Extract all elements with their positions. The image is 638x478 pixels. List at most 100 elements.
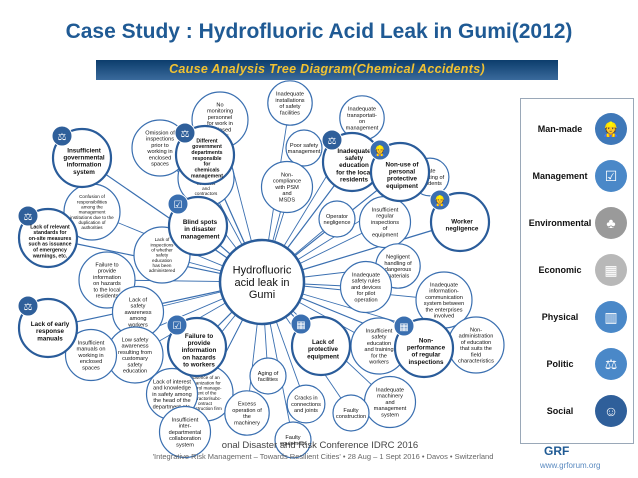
leaf-circle bbox=[64, 328, 118, 382]
legend-item: Management ☑ bbox=[521, 156, 633, 200]
conference-footer: onal Disaster and Risk Conference IDRC 2… bbox=[221, 440, 419, 451]
chart-icon bbox=[393, 315, 415, 337]
chart-icon bbox=[290, 313, 312, 335]
scales-icon bbox=[17, 205, 39, 227]
legend-label: Man-made bbox=[537, 124, 583, 134]
leaf-circle bbox=[260, 160, 314, 214]
central-event-circle bbox=[218, 238, 306, 326]
icon-glyph: ▦ bbox=[399, 322, 408, 333]
leaf-circle bbox=[158, 405, 212, 459]
cause-category-legend: Man-made👷Management☑Environmental♣Econom… bbox=[520, 98, 634, 444]
people-icon: ☺ bbox=[595, 395, 627, 427]
leaf-circle bbox=[286, 384, 326, 424]
worker-icon bbox=[429, 189, 451, 211]
worker-icon bbox=[369, 139, 391, 161]
checklist-icon bbox=[167, 193, 189, 215]
leaf-circle bbox=[318, 200, 356, 238]
slide-subtitle: Cause Analysis Tree Diagram(Chemical Acc… bbox=[169, 62, 485, 76]
legend-item: Man-made👷 bbox=[521, 109, 633, 153]
conference-tagline: 'Integrative Risk Management – Towards R… bbox=[152, 452, 494, 461]
icon-glyph: ⚖ bbox=[328, 136, 337, 147]
leaf-circle bbox=[332, 394, 370, 432]
website-link[interactable]: www.grforum.org bbox=[540, 461, 601, 470]
icon-glyph: ▦ bbox=[296, 320, 305, 331]
legend-label: Physical bbox=[541, 312, 579, 322]
legend-label: Management bbox=[532, 171, 588, 181]
legend-item: Social ☺ bbox=[521, 391, 633, 435]
grf-logo: GRF bbox=[544, 444, 570, 458]
slide-title: Case Study : Hydrofluoric Acid Leak in G… bbox=[65, 20, 573, 43]
building-icon: ▥ bbox=[595, 301, 627, 333]
subtitle-banner bbox=[96, 60, 558, 80]
chart-icon: ▦ bbox=[595, 254, 627, 286]
icon-glyph: ⚖ bbox=[24, 302, 33, 313]
icon-glyph: ⚖ bbox=[181, 129, 190, 140]
legend-label: Social bbox=[546, 406, 574, 416]
leaf-circle bbox=[249, 357, 287, 395]
scales-icon bbox=[321, 129, 343, 151]
tree-icon: ♣ bbox=[595, 207, 627, 239]
legend-item: Economic▦ bbox=[521, 250, 633, 294]
leaf-circle bbox=[339, 260, 393, 314]
scales-icon bbox=[17, 295, 39, 317]
checklist-icon: ☑ bbox=[595, 160, 627, 192]
scales-icon bbox=[174, 122, 196, 144]
leaf-circle bbox=[267, 80, 313, 126]
leaf-circle bbox=[285, 129, 323, 167]
checklist-icon bbox=[166, 314, 188, 336]
legend-item: Physical ▥ bbox=[521, 297, 633, 341]
